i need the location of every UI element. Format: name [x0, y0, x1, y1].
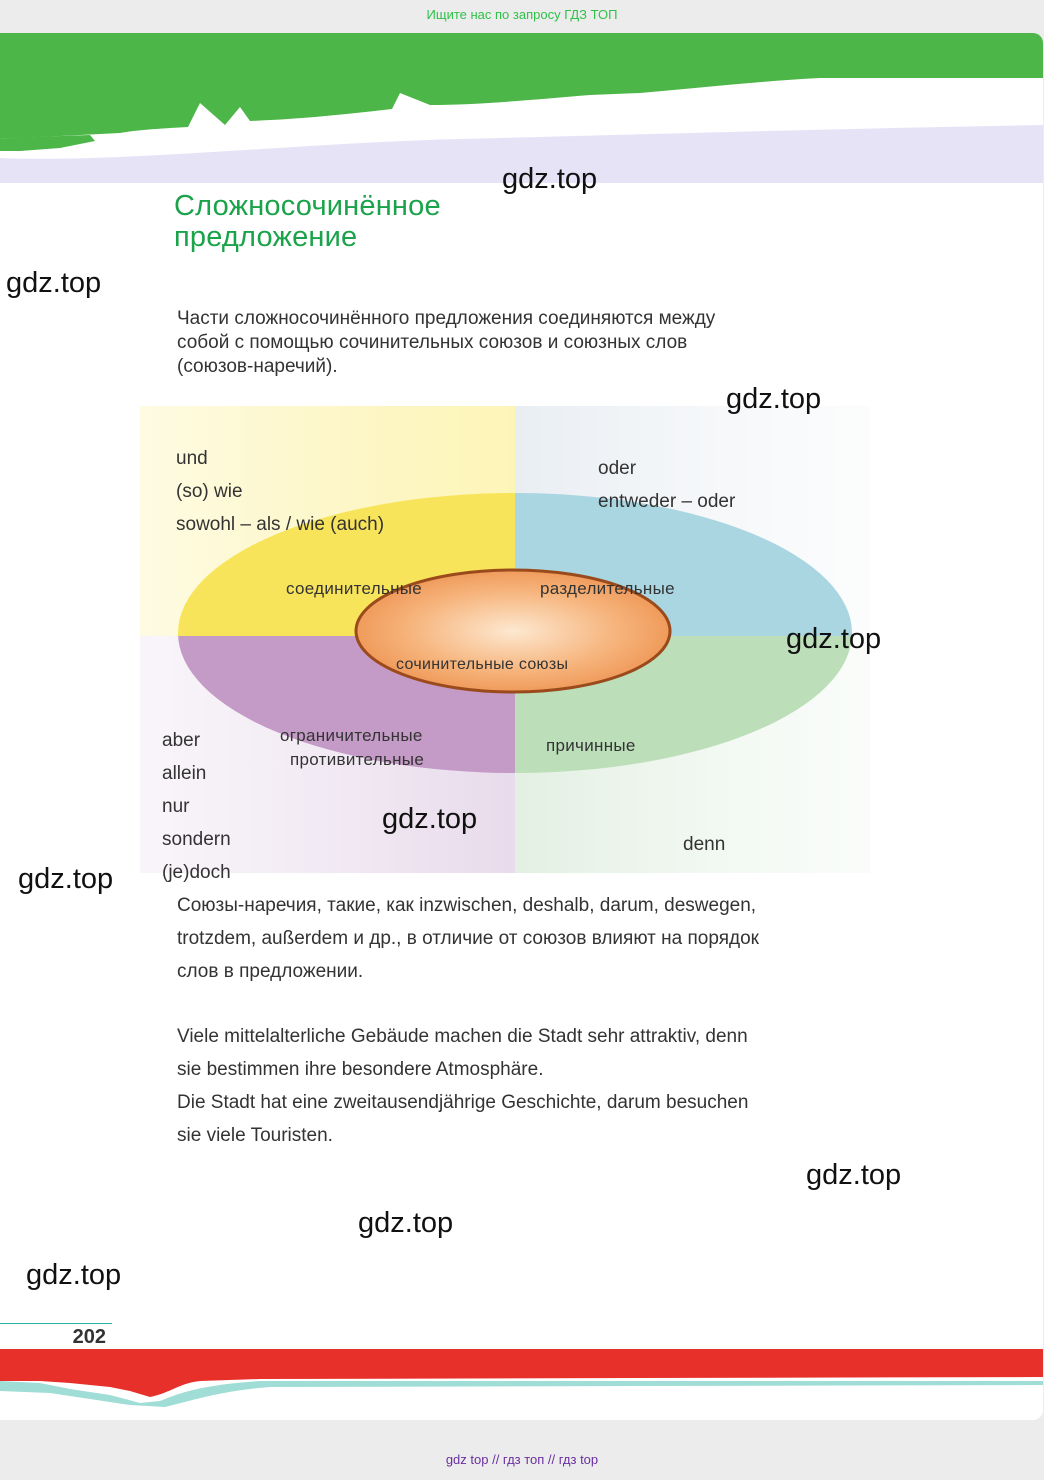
conjunction-word: aber — [162, 730, 201, 751]
conjunction-word: und — [176, 448, 208, 469]
conjunction-word: oder — [598, 458, 637, 479]
page-number: 202 — [0, 1323, 112, 1349]
watermark: gdz.top — [502, 163, 598, 195]
label-disjunctive: разделительные — [540, 579, 675, 598]
watermark: gdz.top — [6, 267, 102, 299]
page-title: Сложносочинённое предложение — [174, 191, 441, 253]
note-line: Союзы-наречия, такие, как inzwischen, de… — [177, 895, 757, 916]
watermark: gdz.top — [26, 1259, 122, 1291]
textbook-page: Сложносочинённое предложение Части сложн… — [0, 33, 1043, 1420]
title-line: предложение — [174, 221, 358, 253]
watermark: gdz.top — [382, 803, 478, 835]
examples: Viele mittelalterliche Gebäude machen di… — [177, 1020, 877, 1152]
intro-line: собой с помощью сочинительных союзов и с… — [177, 332, 688, 353]
header-grass-decoration — [0, 33, 1043, 183]
label-connective: соединительные — [286, 579, 423, 598]
watermark: gdz.top — [358, 1207, 454, 1239]
watermark: gdz.top — [18, 863, 114, 895]
watermark: gdz.top — [806, 1159, 902, 1191]
example-line: Viele mittelalterliche Gebäude machen di… — [177, 1026, 748, 1047]
conjunction-word: (so) wie — [176, 481, 243, 502]
conjunction-word: entweder – oder — [598, 491, 736, 512]
page-number-text: 202 — [72, 1326, 106, 1348]
label-adversative: противительные — [290, 750, 425, 769]
conjunction-word: allein — [162, 763, 207, 784]
note-line: trotzdem, außerdem и др., в отличие от с… — [177, 928, 759, 949]
example-line: sie bestimmen ihre besondere Atmosphäre. — [177, 1059, 544, 1080]
center-label: сочинительные союзы — [396, 656, 569, 673]
watermark: gdz.top — [726, 383, 822, 415]
diagram-graphic — [140, 406, 870, 873]
conjunction-word: (je)doch — [162, 862, 231, 883]
intro-text: Части сложносочинённого предложения соед… — [177, 307, 837, 379]
intro-line: (союзов-наречий). — [177, 356, 338, 377]
conjunction-word: nur — [162, 796, 190, 817]
label-adversative: ограничительные — [280, 726, 423, 745]
conjunction-word: sondern — [162, 829, 231, 850]
conjunction-word: sowohl – als / wie (auch) — [176, 514, 385, 535]
watermark: gdz.top — [786, 623, 882, 655]
intro-line: Части сложносочинённого предложения соед… — [177, 308, 716, 329]
adverb-note: Союзы-наречия, такие, как inzwischen, de… — [177, 889, 877, 988]
conjunctions-diagram: und (so) wie sowohl – als / wie (auch) o… — [140, 406, 870, 883]
top-search-link[interactable]: Ищите нас по запросу ГДЗ ТОП — [426, 7, 618, 22]
footer-decoration — [0, 1349, 1043, 1407]
conjunction-word: denn — [683, 834, 726, 855]
example-line: sie viele Touristen. — [177, 1125, 333, 1146]
title-line: Сложносочинённое — [174, 190, 441, 222]
label-causal: причинные — [546, 736, 636, 755]
bottom-links[interactable]: gdz top // гдз топ // гдз top — [445, 1452, 599, 1467]
example-line: Die Stadt hat eine zweitausendjährige Ge… — [177, 1092, 749, 1113]
note-line: слов в предложении. — [177, 961, 364, 982]
